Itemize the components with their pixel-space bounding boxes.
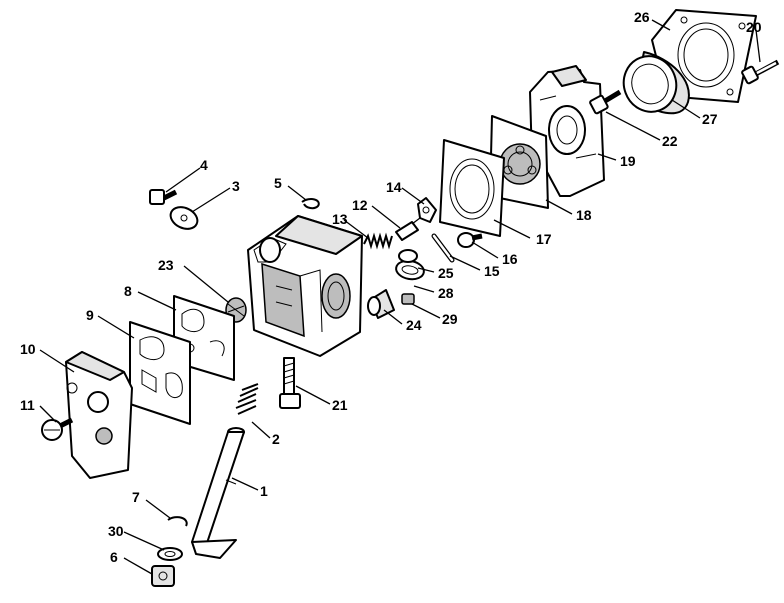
part-screw-11 — [41, 417, 74, 441]
callout-5: 5 — [274, 175, 282, 191]
part-spring-2 — [235, 383, 259, 415]
leader-16 — [471, 241, 499, 259]
callout-15: 15 — [484, 263, 500, 279]
leader-20 — [755, 29, 761, 63]
part-diaphragm-3 — [169, 206, 199, 230]
part-pump-body-19 — [529, 65, 605, 197]
leader-2 — [251, 421, 271, 439]
part-clip-7 — [167, 516, 188, 527]
leader-26 — [651, 19, 671, 31]
callout-23: 23 — [158, 257, 174, 273]
callout-25: 25 — [438, 265, 454, 281]
leader-21 — [295, 385, 331, 405]
part-pin-15 — [431, 233, 455, 263]
part-screw-4 — [149, 189, 178, 205]
leader-1 — [231, 477, 259, 491]
leader-15 — [449, 255, 481, 271]
leader-14 — [401, 187, 425, 205]
part-lever-14 — [417, 197, 437, 223]
leader-13 — [343, 219, 369, 239]
leader-3 — [191, 187, 231, 213]
callout-6: 6 — [110, 549, 118, 565]
callout-24: 24 — [406, 317, 422, 333]
callout-29: 29 — [442, 311, 458, 327]
leader-28 — [413, 285, 435, 293]
leader-18 — [545, 199, 573, 215]
part-gasket-17 — [439, 139, 505, 237]
leader-27 — [671, 99, 701, 119]
callout-20: 20 — [746, 19, 762, 35]
leader-6 — [123, 557, 153, 575]
callout-28: 28 — [438, 285, 454, 301]
part-carburetor-body — [247, 215, 363, 357]
part-plug-24 — [367, 289, 395, 319]
leader-22 — [605, 111, 661, 141]
part-nut-6 — [151, 565, 175, 587]
part-screw-20 — [741, 59, 780, 85]
callout-14: 14 — [386, 179, 402, 195]
callout-17: 17 — [536, 231, 552, 247]
callout-1: 1 — [260, 483, 268, 499]
callout-7: 7 — [132, 489, 140, 505]
callout-9: 9 — [86, 307, 94, 323]
part-screw-16 — [457, 232, 483, 248]
callout-3: 3 — [232, 178, 240, 194]
leader-19 — [597, 153, 617, 161]
callout-18: 18 — [576, 207, 592, 223]
callout-13: 13 — [332, 211, 348, 227]
callout-11: 11 — [20, 397, 35, 413]
leader-17 — [493, 219, 531, 239]
leader-7 — [145, 499, 171, 519]
leader-30 — [123, 531, 165, 551]
callout-labels: 1 2 3 4 5 6 7 8 9 10 11 12 13 14 15 16 1… — [20, 9, 762, 565]
part-washer-28 — [398, 249, 418, 263]
leader-11 — [39, 405, 57, 423]
part-plug-29 — [401, 293, 415, 305]
callout-26: 26 — [634, 9, 650, 25]
leader-8 — [137, 291, 177, 311]
leader-lines — [39, 19, 761, 575]
part-cover-10 — [65, 351, 133, 479]
leader-23 — [183, 265, 229, 303]
callout-19: 19 — [620, 153, 636, 169]
callout-4: 4 — [200, 157, 208, 173]
part-spring-13 — [363, 232, 393, 250]
leader-24 — [383, 309, 403, 325]
leader-12 — [371, 205, 401, 229]
part-needle-valve-12 — [395, 217, 421, 241]
leader-25 — [417, 267, 435, 273]
leader-4 — [165, 167, 201, 193]
callout-21: 21 — [332, 397, 348, 413]
callout-10: 10 — [20, 341, 36, 357]
leader-10 — [39, 349, 75, 373]
callout-2: 2 — [272, 431, 280, 447]
part-adapter-ring-27 — [622, 51, 690, 115]
leader-9 — [97, 315, 135, 339]
part-screw-22 — [589, 89, 622, 115]
part-screw-21 — [279, 357, 301, 409]
callout-30: 30 — [108, 523, 124, 539]
callout-22: 22 — [662, 133, 678, 149]
callout-16: 16 — [502, 251, 518, 267]
part-gasket-9 — [129, 321, 191, 425]
part-shaft-1 — [191, 427, 245, 559]
callout-27: 27 — [702, 111, 718, 127]
part-clip-5 — [301, 198, 320, 210]
callout-8: 8 — [124, 283, 132, 299]
callout-12: 12 — [352, 197, 368, 213]
part-washer-30 — [157, 547, 183, 561]
leader-5 — [287, 185, 307, 201]
leader-29 — [411, 303, 441, 319]
